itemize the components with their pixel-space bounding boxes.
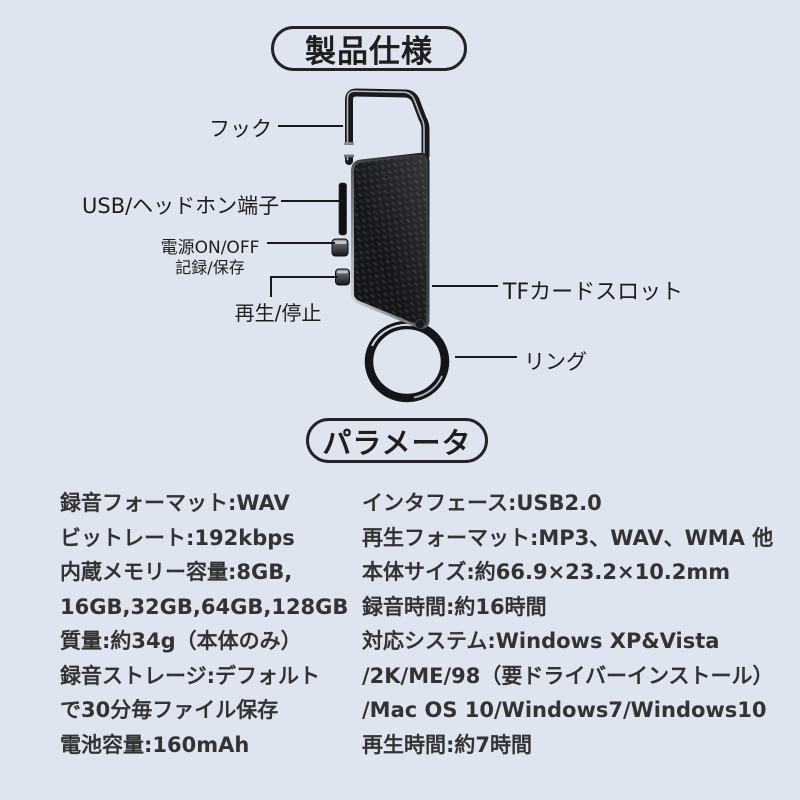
spec-recording-format: 録音フォーマット:WAV (60, 491, 290, 515)
hook-callout-line (278, 125, 343, 127)
spec-supported-os: 対応システム:Windows XP&Vista (362, 629, 720, 653)
usb-jack-label: USB/ヘッドホン端子 (82, 194, 280, 218)
spec-weight: 質量:約34g（本体のみ） (60, 629, 302, 653)
section-title-product-spec: 製品仕様 (271, 26, 467, 71)
spec-recording-time: 録音時間:約16時間 (362, 594, 547, 619)
spec-recording-storage-2: で30分毎ファイル保存 (60, 698, 279, 722)
mic-hole (383, 174, 389, 180)
ring-callout-line (455, 356, 517, 358)
hook-label: フック (209, 117, 272, 141)
spec-column-right: インタフェース:USB2.0 再生フォーマット:MP3、WAV、WMA 他 本体… (362, 486, 774, 762)
ring-attachment (415, 319, 425, 329)
spec-bitrate: ビットレート:192kbps (60, 525, 295, 550)
spec-column-left: 録音フォーマット:WAV ビットレート:192kbps 内蔵メモリー容量:8GB… (60, 486, 348, 762)
spec-playback-format: 再生フォーマット:MP3、WAV、WMA 他 (362, 525, 774, 550)
spec-supported-os-3: /Mac OS 10/Windows7/Windows10 (362, 698, 767, 722)
section-title-parameters: パラメータ (306, 418, 488, 463)
spec-memory-capacity-2: 16GB,32GB,64GB,128GB (60, 594, 349, 619)
spec-battery-capacity: 電池容量:160mAh (60, 732, 250, 757)
spec-playback-time: 再生時間:約7時間 (362, 732, 533, 757)
key-ring (364, 320, 450, 403)
section-title-parameters-label: パラメータ (322, 425, 472, 460)
spec-interface: インタフェース:USB2.0 (362, 491, 602, 515)
spec-memory-capacity: 内蔵メモリー容量:8GB, (60, 560, 293, 584)
carabiner-hook (341, 88, 430, 165)
usb-callout-line (281, 200, 343, 202)
power-callout-line (267, 242, 335, 244)
usb-port (338, 182, 347, 236)
power-onoff-label: 電源ON/OFF (160, 238, 260, 258)
spec-supported-os-2: /2K/ME/98（要ドライバーインストール） (362, 663, 774, 688)
play-stop-label: 再生/停止 (234, 301, 322, 325)
recorder-body (333, 152, 430, 329)
tf-card-slot-label: TFカードスロット (503, 280, 684, 305)
keychain-voice-recorder-image (331, 88, 450, 403)
section-title-product-spec-label: 製品仕様 (305, 34, 433, 70)
play-callout-line-horizontal (270, 276, 338, 278)
tf-slot-callout-line (432, 285, 498, 287)
ring-label: リング (524, 350, 587, 374)
spec-body-size: 本体サイズ:約66.9×23.2×10.2mm (362, 560, 731, 584)
spec-recording-storage: 録音ストレージ:デフォルト (60, 663, 320, 688)
record-save-label: 記録/保存 (175, 258, 245, 277)
play-callout-line-vertical (270, 276, 272, 297)
